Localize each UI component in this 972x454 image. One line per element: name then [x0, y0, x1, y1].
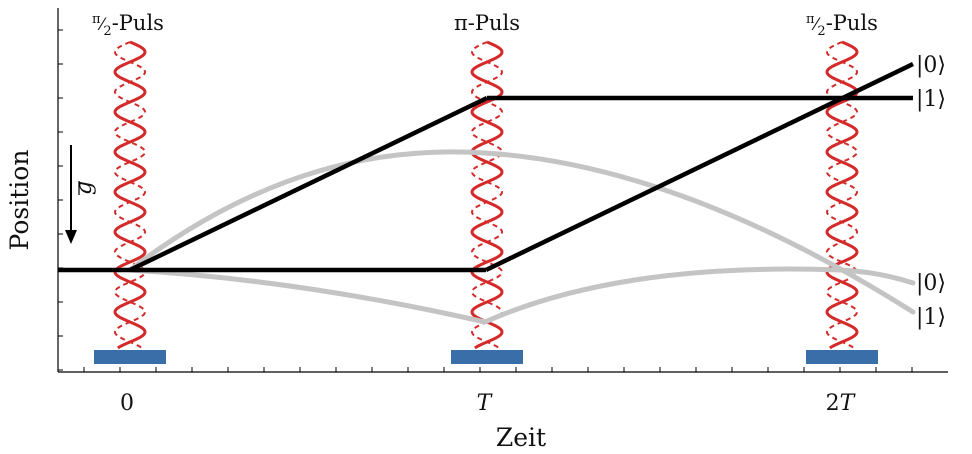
gravity-indicator: g	[65, 145, 97, 244]
helix-strand-dashed	[113, 41, 147, 349]
y-axis-title: Position	[5, 150, 34, 251]
x-tick-label-2T: 2T	[826, 391, 857, 416]
laser-beams	[113, 40, 859, 350]
gravity-label: g	[72, 181, 97, 195]
state-labels: |0⟩ |1⟩ |0⟩ |1⟩	[916, 53, 946, 330]
x-axis-minor-ticks	[83, 367, 913, 372]
gravity-arrowhead-icon	[65, 230, 77, 244]
grey-upper-arc	[127, 149, 916, 315]
x-axis-title: Zeit	[496, 423, 546, 452]
mirror-2T	[806, 350, 878, 364]
mirror-0	[94, 350, 166, 364]
laser-beam-0	[113, 40, 147, 350]
pulse-label-0: π⁄2-Puls	[92, 11, 164, 39]
laser-beam-2	[825, 40, 859, 350]
x-tick-label-T: T	[477, 391, 494, 416]
x-tick-labels: 0 T 2T	[120, 391, 857, 416]
plot-frame	[57, 8, 948, 373]
y-axis-minor-ticks	[58, 29, 63, 371]
state-label-upper-1: |1⟩	[916, 87, 946, 112]
helix-strand-dashed	[470, 41, 504, 349]
pulse-labels: π⁄2-Puls π-Puls π⁄2-Puls	[92, 11, 878, 39]
helix-strand-dashed	[825, 41, 859, 349]
path-rising-upper	[129, 95, 488, 273]
state-label-lower-1: |1⟩	[916, 305, 946, 330]
helix-strand-solid	[825, 40, 859, 350]
laser-beam-1	[470, 40, 504, 350]
path-rising-lower	[485, 61, 914, 273]
main-trajectories	[58, 61, 914, 273]
pulse-label-2T: π⁄2-Puls	[806, 11, 878, 39]
pulse-label-T: π-Puls	[454, 11, 520, 35]
state-label-lower-0: |0⟩	[916, 271, 946, 296]
curved-trajectories	[127, 149, 916, 325]
x-tick-label-0: 0	[120, 391, 134, 416]
mirror-T	[451, 350, 523, 364]
helix-strand-solid	[470, 40, 504, 350]
state-label-upper-0: |0⟩	[916, 53, 946, 78]
helix-strand-solid	[113, 40, 147, 350]
grey-lower-arc	[127, 266, 916, 325]
